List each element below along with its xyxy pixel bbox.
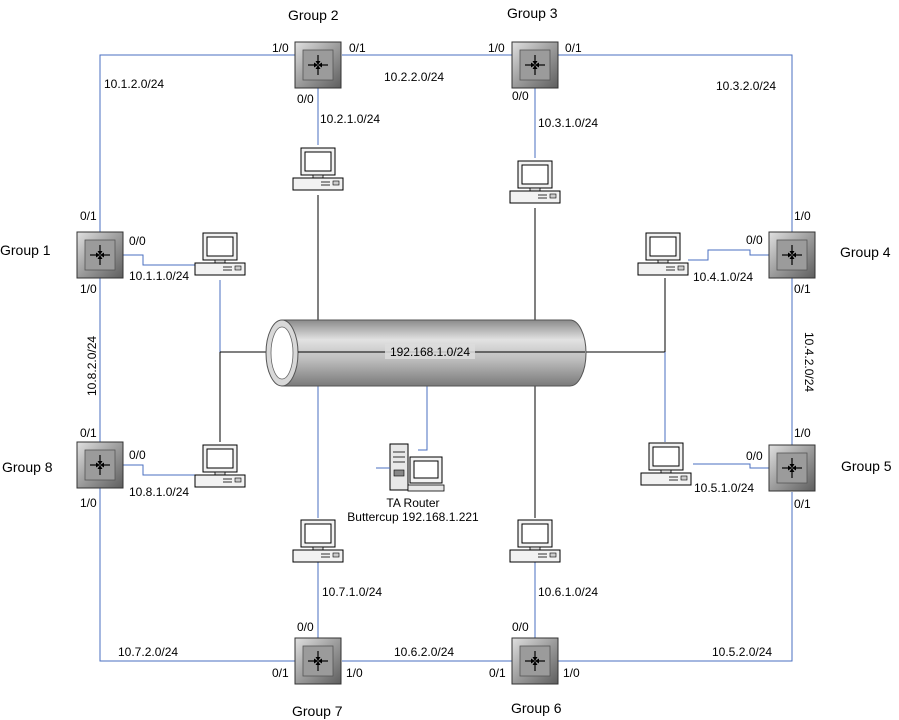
router-group-7-icon[interactable]	[294, 637, 342, 685]
backbone-cylinder: 192.168.1.0/24	[265, 319, 587, 387]
iface-g1-top: 0/1	[80, 209, 97, 223]
net-10-2-2: 10.2.2.0/24	[384, 70, 444, 84]
iface-g2-right: 0/1	[349, 41, 366, 55]
iface-g2-left: 1/0	[272, 41, 289, 55]
group-4-label: Group 4	[840, 244, 891, 260]
iface-g3-left: 1/0	[488, 41, 505, 55]
iface-g6-left: 0/1	[489, 666, 506, 680]
group-2-label: Group 2	[288, 7, 339, 23]
net-10-5-2: 10.5.2.0/24	[712, 645, 772, 659]
iface-g4-bottom: 0/1	[794, 282, 811, 296]
interface-labels: 0/1 0/0 1/0 1/0 0/1 0/0 1/0 0/1 0/0 1/0 …	[80, 41, 811, 680]
ta-router-server-icon[interactable]	[376, 443, 445, 492]
group-8-label: Group 8	[2, 459, 53, 475]
link-10-5-2	[558, 492, 793, 662]
router-group-3-icon[interactable]	[511, 41, 559, 89]
net-10-7-1: 10.7.1.0/24	[322, 585, 382, 599]
iface-g3-right: 0/1	[565, 41, 582, 55]
router-group-2-icon[interactable]	[294, 41, 342, 89]
iface-g8-lan: 0/0	[129, 448, 146, 462]
iface-g6-right: 1/0	[563, 666, 580, 680]
router-group-4-icon[interactable]	[768, 231, 816, 279]
backbone-drops	[219, 195, 666, 518]
router-group-5-icon[interactable]	[768, 444, 816, 492]
link-10-1-2	[99, 54, 295, 232]
net-10-6-1: 10.6.1.0/24	[538, 585, 598, 599]
link-10-3-2	[558, 54, 793, 232]
pc-group-3-icon[interactable]	[509, 160, 561, 204]
pc-group-1-icon[interactable]	[194, 232, 246, 276]
net-10-2-1: 10.2.1.0/24	[320, 112, 380, 126]
iface-g7-right: 1/0	[346, 666, 363, 680]
iface-g5-top: 1/0	[794, 426, 811, 440]
net-10-1-2: 10.1.2.0/24	[104, 77, 164, 91]
ta-router-label-line1: TA Router	[386, 496, 439, 510]
net-10-8-1: 10.8.1.0/24	[129, 485, 189, 499]
net-10-1-1: 10.1.1.0/24	[129, 269, 189, 283]
pc-group-5-icon[interactable]	[640, 442, 692, 486]
iface-g1-lan: 0/0	[129, 234, 146, 248]
iface-g4-lan: 0/0	[746, 233, 763, 247]
iface-g5-bottom: 0/1	[794, 497, 811, 511]
group-3-label: Group 3	[507, 5, 558, 21]
backbone-network-label: 192.168.1.0/24	[390, 345, 470, 359]
iface-g3-lan: 0/0	[512, 89, 529, 103]
router-group-8-icon[interactable]	[76, 441, 124, 489]
group-1-label: Group 1	[0, 242, 51, 258]
group-5-label: Group 5	[841, 458, 892, 474]
iface-g6-lan: 0/0	[512, 620, 529, 634]
iface-g2-lan: 0/0	[297, 92, 314, 106]
group-7-label: Group 7	[292, 703, 343, 719]
iface-g7-lan: 0/0	[297, 620, 314, 634]
net-10-8-2: 10.8.2.0/24	[85, 336, 99, 396]
pc-group-4-icon[interactable]	[637, 232, 689, 276]
net-10-4-2: 10.4.2.0/24	[802, 332, 816, 392]
pc-group-8-icon[interactable]	[194, 444, 246, 488]
iface-g8-bottom: 1/0	[80, 496, 97, 510]
link-10-7-2	[99, 488, 295, 662]
iface-g8-top: 0/1	[80, 426, 97, 440]
net-10-4-1: 10.4.1.0/24	[693, 270, 753, 284]
group-6-label: Group 6	[511, 700, 562, 716]
pc-group-2-icon[interactable]	[292, 147, 344, 191]
ta-router-label-line2: Buttercup 192.168.1.221	[347, 510, 479, 524]
iface-g5-lan: 0/0	[746, 449, 763, 463]
ring-links	[99, 54, 793, 662]
network-labels: 10.1.2.0/24 10.2.2.0/24 10.3.2.0/24 10.2…	[85, 70, 816, 659]
lan-links	[123, 78, 770, 638]
net-10-7-2: 10.7.2.0/24	[118, 645, 178, 659]
iface-g1-bottom: 1/0	[80, 282, 97, 296]
net-10-5-1: 10.5.1.0/24	[694, 481, 754, 495]
pc-group-6-icon[interactable]	[509, 519, 561, 563]
iface-g4-top: 1/0	[794, 209, 811, 223]
router-group-6-icon[interactable]	[511, 637, 559, 685]
net-10-6-2: 10.6.2.0/24	[394, 645, 454, 659]
router-group-1-icon[interactable]	[76, 231, 124, 279]
net-10-3-1: 10.3.1.0/24	[538, 116, 598, 130]
net-10-3-2: 10.3.2.0/24	[716, 79, 776, 93]
iface-g7-left: 0/1	[272, 666, 289, 680]
pc-group-7-icon[interactable]	[292, 519, 344, 563]
